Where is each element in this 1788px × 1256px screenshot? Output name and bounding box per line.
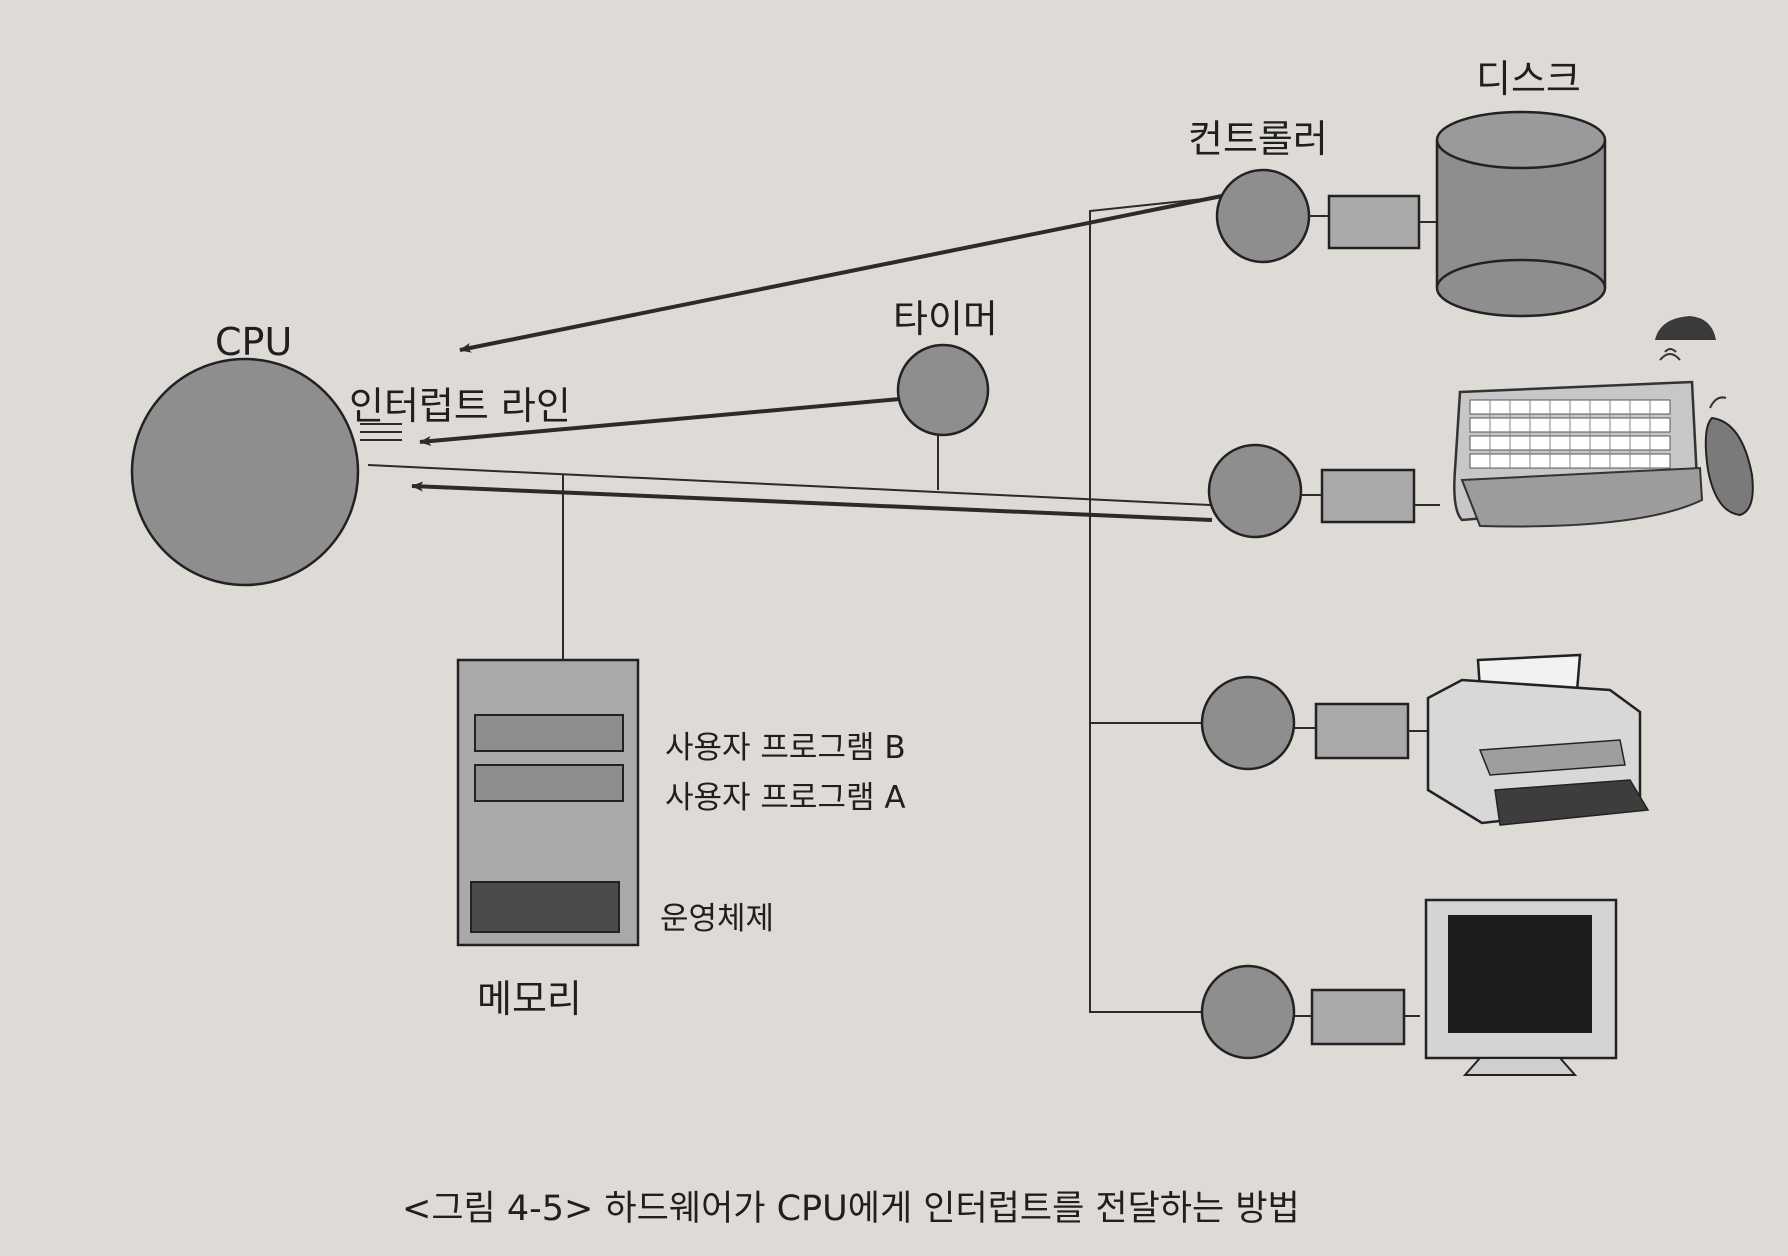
timer-node: [896, 343, 990, 437]
device-ports: [1310, 194, 1421, 1046]
interrupt-line-label: 인터럽트 라인: [349, 384, 571, 428]
controller-label: 컨트롤러: [1188, 117, 1328, 161]
timer-label: 타이머: [893, 297, 998, 341]
port-device-links: [1294, 215, 1440, 1017]
disk-controller: [1215, 168, 1311, 264]
disk-icon: [1435, 110, 1607, 318]
printer-icon: [1426, 653, 1650, 826]
figure-caption: <그림 4-5> 하드웨어가 CPU에게 인터럽트를 전달하는 방법: [402, 1189, 1300, 1229]
controllers: [1200, 168, 1311, 1060]
cpu-label: CPU: [215, 320, 293, 364]
keyboard-controller: [1207, 443, 1303, 539]
monitor-icon: [1424, 898, 1618, 1076]
user-program-a-label: 사용자 프로그램 A: [665, 780, 906, 816]
keyboard-interrupt-arrow: [411, 481, 1213, 522]
os-slot: [470, 881, 620, 933]
os-label: 운영체제: [660, 901, 775, 937]
timer-interrupt-arrow: [419, 397, 901, 446]
mouse-icon: [1659, 348, 1754, 517]
bus-lines: [367, 195, 1233, 1013]
interrupt-arrows: [411, 194, 1223, 522]
cpu-node: [130, 357, 360, 587]
disk-interrupt-arrow: [459, 194, 1223, 353]
memory-label: 메모리: [477, 977, 582, 1021]
keyboard-icon: [1453, 316, 1716, 528]
user-program-b-slot: [474, 714, 624, 752]
memory-icon: [456, 658, 640, 947]
monitor-controller: [1200, 964, 1296, 1060]
interrupt-line-marks: [360, 423, 402, 441]
user-program-b-label: 사용자 프로그램 B: [665, 730, 906, 766]
disk-label: 디스크: [1476, 57, 1581, 101]
user-program-a-slot: [474, 764, 624, 802]
printer-controller: [1200, 675, 1296, 771]
